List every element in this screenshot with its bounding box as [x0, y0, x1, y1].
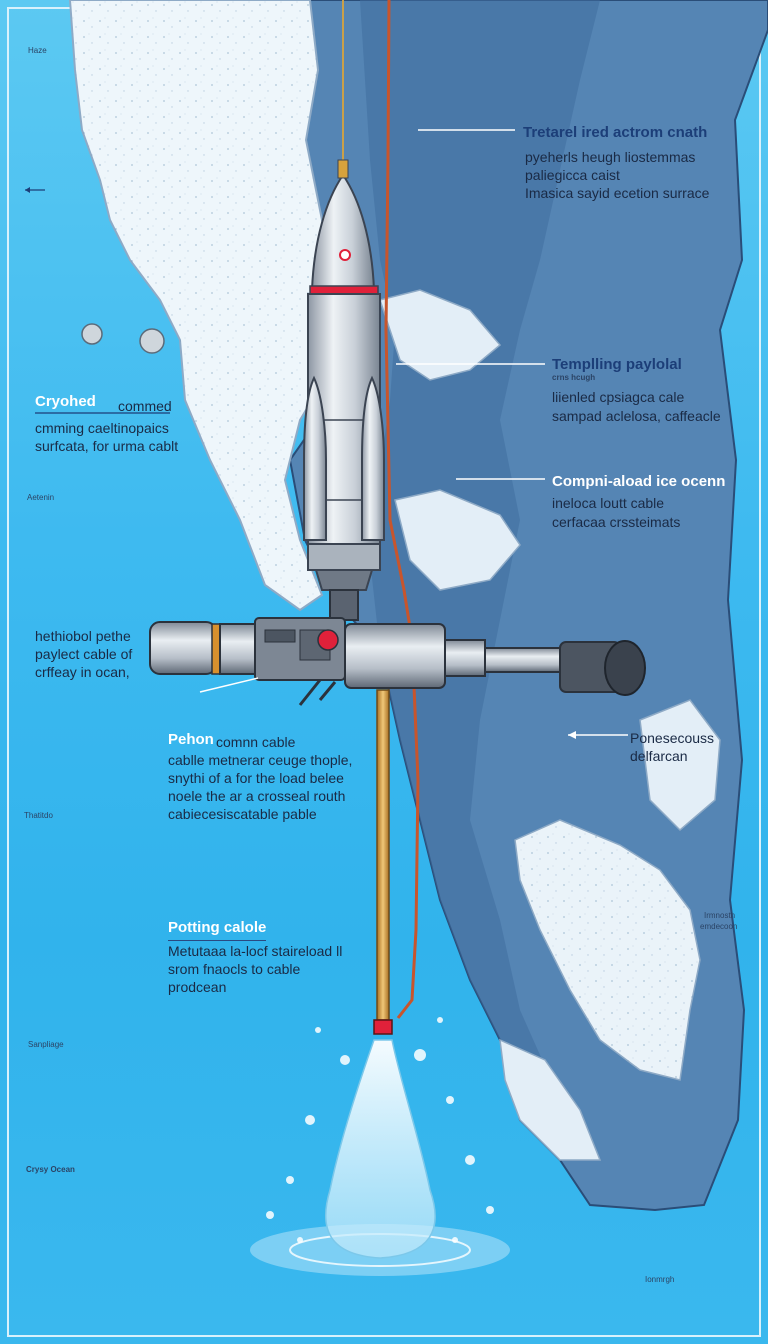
tiny-label-3: Thatitdo [24, 811, 53, 820]
label-mid-right-subheading: crns hcugh [552, 373, 596, 382]
ice-patch-bottom [499, 1038, 602, 1161]
label-left-cable-heading: Pehon [168, 731, 214, 748]
label-left-cable-heading-suffix: comnn cable [216, 734, 296, 750]
red-tether [384, 0, 420, 1019]
ice-patch-mid [394, 489, 521, 591]
tiny-label-4: Sanpliage [28, 1040, 64, 1049]
label-left-payload-line-2: paylect cable of [35, 646, 133, 662]
label-left-cable-line-3: noele the ar a crosseal routh [168, 788, 346, 804]
rocket-probe [303, 159, 385, 621]
horizontal-cryobot [149, 617, 646, 706]
label-top-right-line-3: Imasica sayid ecetion surrace [525, 185, 710, 201]
cable-tip-nozzle [373, 1019, 393, 1035]
ice-patch-texture [515, 820, 700, 1080]
label-left-cryo-line-1: cmming caeltinopaics [35, 420, 169, 436]
tiny-label-2: Aetenin [27, 493, 55, 502]
label-left-potting-heading: Potting calole [168, 919, 267, 941]
label-mid-right-heading: Templling paylolal [552, 356, 682, 373]
small-rock-2 [139, 328, 165, 354]
label-left-potting-line-3: prodcean [168, 979, 227, 995]
tiny-label-1: Haze [28, 46, 47, 55]
label-left-cryo-heading-suffix: commed [118, 398, 172, 414]
vertical-cable [376, 689, 390, 1021]
arrow-right-icon [568, 731, 576, 739]
tiny-label-8: Ionmrgh [645, 1275, 675, 1284]
label-left-cryo-heading: Cryohed [35, 393, 96, 410]
label-mid-right-line-1: liienled cpsiagca cale [552, 389, 685, 405]
label-top-right-heading: Tretarel ired actrom cnath [523, 124, 708, 141]
label-right-pone-line-2: delfarcan [630, 748, 688, 764]
tiny-label-5: Crysy Ocean [26, 1165, 75, 1174]
label-top-right-line-1: pyeherls heugh liostemmas [525, 149, 696, 165]
label-mid-right-line-2: sampad aclelosa, caffeacle [552, 408, 721, 424]
label-ice-right-heading: Compni-aload ice ocenn [552, 473, 726, 490]
label-right-pone-line-1: Ponesecouss [630, 730, 715, 746]
label-ice-right-line-2: cerfacaa crssteimats [552, 514, 681, 530]
tiny-label-7: emdecoon [700, 922, 738, 931]
water-splash [250, 1017, 510, 1276]
label-left-cable-line-4: cabiecesiscatable pable [168, 806, 317, 822]
label-top-right-line-2: paliegicca caist [525, 167, 620, 183]
label-ice-right-line-1: ineloca loutt cable [552, 495, 665, 511]
small-rock-1 [81, 323, 103, 345]
ice-sheet-texture [70, 0, 340, 610]
leader-line-left [199, 677, 259, 693]
label-left-cable-line-2: snythi of a for the load belee [168, 770, 344, 786]
label-left-potting-line-1: Metutaaa la-locf staireload ll [168, 943, 343, 959]
label-left-payload-line-1: hethiobol pethe [35, 628, 131, 644]
ice-patch-right [639, 699, 721, 832]
label-left-potting-line-2: srom fnaocls to cable [168, 961, 301, 977]
tiny-label-6: Irmnosth [704, 911, 736, 920]
arrow-left-icon [25, 187, 30, 193]
label-left-cable-line-1: cablle metnerar ceuge thople, [168, 752, 353, 768]
label-left-payload-line-3: crffeay in ocan, [35, 664, 130, 680]
label-left-cryo-line-2: surfcata, for urma cablt [35, 438, 179, 454]
